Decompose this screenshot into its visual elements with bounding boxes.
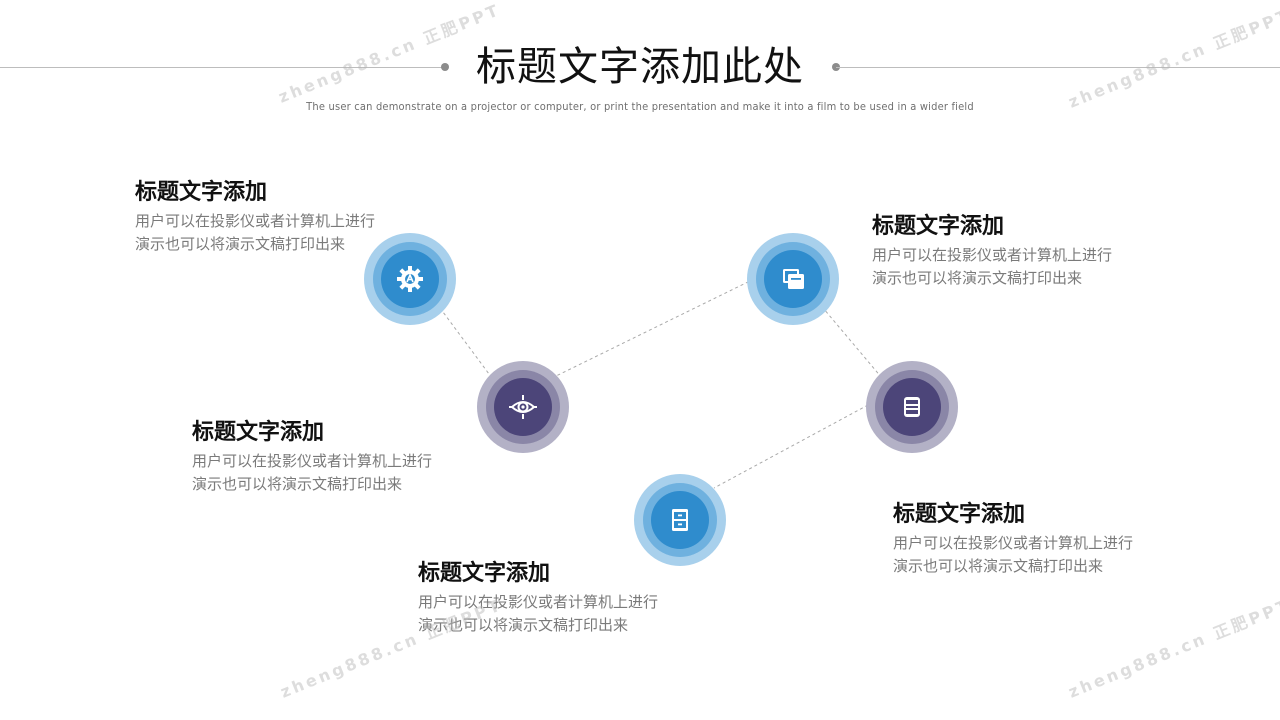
eye-target-icon — [509, 395, 537, 419]
text-block-1: 标题文字添加 用户可以在投影仪或者计算机上进行 演示也可以将演示文稿打印出来 — [135, 178, 435, 256]
page-subtitle: The user can demonstrate on a projector … — [306, 100, 974, 113]
item-desc-line2: 演示也可以将演示文稿打印出来 — [135, 235, 346, 253]
node-printer — [866, 361, 958, 453]
documents-icon — [783, 269, 804, 289]
node-cabinet — [634, 474, 726, 566]
item-desc-line1: 用户可以在投影仪或者计算机上进行 — [872, 246, 1113, 264]
item-heading: 标题文字添加 — [418, 561, 551, 586]
item-desc-line2: 演示也可以将演示文稿打印出来 — [192, 475, 403, 493]
header-rule-left — [0, 67, 445, 68]
node-gear — [364, 233, 456, 325]
item-desc-line2: 演示也可以将演示文稿打印出来 — [418, 616, 629, 634]
item-desc-line1: 用户可以在投影仪或者计算机上进行 — [418, 593, 659, 611]
text-block-2: 标题文字添加 用户可以在投影仪或者计算机上进行 演示也可以将演示文稿打印出来 — [192, 418, 492, 496]
connector-4-3 — [713, 404, 869, 489]
text-block-5: 标题文字添加 用户可以在投影仪或者计算机上进行 演示也可以将演示文稿打印出来 — [872, 212, 1172, 290]
item-heading: 标题文字添加 — [893, 502, 1026, 527]
connector-2-5 — [551, 279, 753, 379]
gear-icon — [397, 266, 423, 292]
item-desc-line1: 用户可以在投影仪或者计算机上进行 — [135, 212, 376, 230]
connector-1-2 — [439, 307, 493, 379]
connector-5-4 — [817, 301, 883, 379]
item-desc-line2: 演示也可以将演示文稿打印出来 — [893, 557, 1104, 575]
node-documents — [747, 233, 839, 325]
item-desc-line2: 演示也可以将演示文稿打印出来 — [872, 269, 1083, 287]
item-desc-line1: 用户可以在投影仪或者计算机上进行 — [192, 452, 433, 470]
node-eye-target — [477, 361, 569, 453]
cabinet-icon — [672, 509, 688, 531]
item-heading: 标题文字添加 — [135, 180, 268, 205]
text-block-4: 标题文字添加 用户可以在投影仪或者计算机上进行 演示也可以将演示文稿打印出来 — [893, 500, 1193, 578]
header-rule-right — [836, 67, 1280, 68]
header-dot-left — [441, 63, 449, 71]
text-block-3: 标题文字添加 用户可以在投影仪或者计算机上进行 演示也可以将演示文稿打印出来 — [418, 559, 718, 637]
item-desc-line1: 用户可以在投影仪或者计算机上进行 — [893, 534, 1134, 552]
page-title: 标题文字添加此处 — [476, 44, 804, 90]
printer-icon — [904, 397, 920, 417]
item-heading: 标题文字添加 — [872, 214, 1005, 239]
item-heading: 标题文字添加 — [192, 420, 325, 445]
